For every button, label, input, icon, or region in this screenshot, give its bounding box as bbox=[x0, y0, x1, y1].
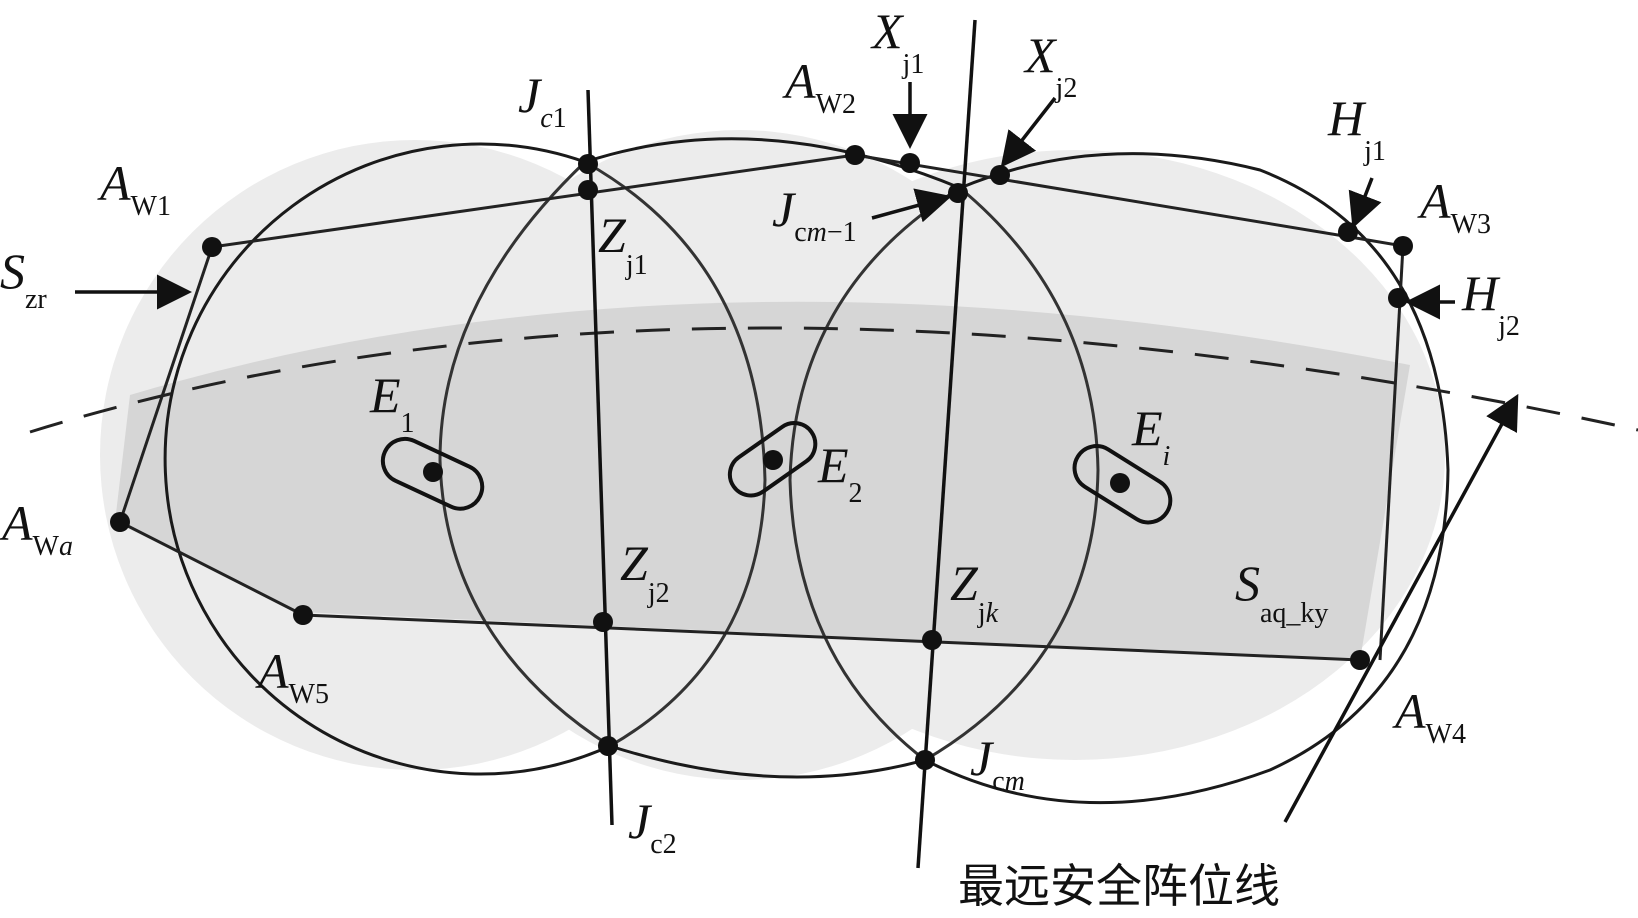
label-zj1: Zj1 bbox=[598, 207, 648, 281]
bottom-boundary-line bbox=[302, 613, 1361, 662]
hj1-point bbox=[1338, 222, 1358, 242]
right-boundary-line bbox=[1378, 245, 1405, 661]
boundary-polygon bbox=[118, 153, 1405, 662]
hj2-point bbox=[1388, 288, 1408, 308]
label-xj2: Xj2 bbox=[1023, 27, 1077, 104]
label-aw4: AW4 bbox=[1392, 683, 1466, 750]
lens-left-left bbox=[438, 160, 611, 748]
safe-line-pointer bbox=[1283, 393, 1519, 823]
awa-point bbox=[110, 512, 130, 532]
jc1-jc2-line bbox=[586, 89, 614, 826]
zjk-point bbox=[922, 630, 942, 650]
left-outer-arc bbox=[163, 142, 611, 776]
hj1-arrow bbox=[1348, 177, 1382, 229]
top-boundary-line bbox=[211, 153, 1404, 249]
jc2-point bbox=[598, 736, 618, 756]
lens-right-left bbox=[788, 186, 961, 762]
e2-point bbox=[763, 450, 783, 470]
xj1-point bbox=[900, 153, 920, 173]
label-zj2: Zj2 bbox=[620, 535, 670, 609]
label-zjk: Zjk bbox=[950, 555, 999, 629]
aw1-point bbox=[202, 237, 222, 257]
label-e1: E1 bbox=[369, 367, 415, 439]
label-jcm1: Jcm−1 bbox=[772, 181, 857, 248]
aw2-point bbox=[845, 145, 865, 165]
right-outer-arc bbox=[924, 152, 1450, 805]
label-aw2: AW2 bbox=[782, 53, 856, 120]
jcm1-arrow bbox=[871, 188, 952, 223]
jcm-point bbox=[915, 750, 935, 770]
inner-lens-arcs bbox=[438, 160, 1100, 762]
ei-shape bbox=[1072, 444, 1173, 525]
label-xj1: Xj1 bbox=[870, 3, 924, 80]
aw3-point bbox=[1393, 236, 1413, 256]
label-szr: Szr bbox=[0, 243, 47, 315]
e2-shape bbox=[727, 421, 818, 498]
x-jcm-line bbox=[916, 19, 977, 869]
label-jc2: Jc2 bbox=[628, 793, 677, 860]
label-hj1: Hj1 bbox=[1327, 90, 1386, 167]
e1-shape bbox=[380, 436, 485, 511]
safe-region-fill bbox=[115, 301, 1410, 660]
entities bbox=[380, 421, 1173, 525]
zj2-point bbox=[593, 612, 613, 632]
aw4-point bbox=[1350, 650, 1370, 670]
label-aw5: AW5 bbox=[255, 643, 329, 710]
farthest-safe-line bbox=[29, 326, 1638, 434]
points bbox=[110, 145, 1413, 770]
jc1-point bbox=[578, 154, 598, 174]
lens-right-right bbox=[924, 186, 1100, 762]
xj2-arrow bbox=[1000, 96, 1057, 168]
jcm1-point bbox=[948, 183, 968, 203]
label-saq-ky: Saq_ky bbox=[1235, 555, 1328, 629]
label-jcm: Jcm bbox=[970, 730, 1025, 797]
label-ei: Ei bbox=[1131, 400, 1170, 472]
aw5-point bbox=[293, 605, 313, 625]
label-awa: AWa bbox=[0, 495, 73, 562]
pointer-arrows bbox=[75, 82, 1455, 320]
label-aw1: AW1 bbox=[97, 155, 171, 222]
e1-point bbox=[423, 462, 443, 482]
label-hj2: Hj2 bbox=[1461, 265, 1520, 342]
vertical-lines bbox=[586, 19, 977, 869]
middle-bottom-arc bbox=[609, 744, 926, 779]
label-jc1: Jc1 bbox=[518, 67, 567, 134]
caption-farthest-safe-line: 最远安全阵位线 bbox=[958, 859, 1280, 913]
label-aw3: AW3 bbox=[1417, 173, 1491, 240]
xj2-point bbox=[990, 165, 1010, 185]
zj1-point bbox=[578, 180, 598, 200]
left-boundary-line-upper bbox=[118, 246, 214, 523]
lens-left-right bbox=[584, 160, 767, 748]
left-boundary-line-lower bbox=[119, 520, 304, 617]
label-e2: E2 bbox=[817, 437, 863, 509]
ei-point bbox=[1110, 473, 1130, 493]
labels: AW1 AW2 AW3 AW4 AW5 AWa Jc1 Jc2 Jcm−1 Jc… bbox=[0, 3, 1520, 913]
